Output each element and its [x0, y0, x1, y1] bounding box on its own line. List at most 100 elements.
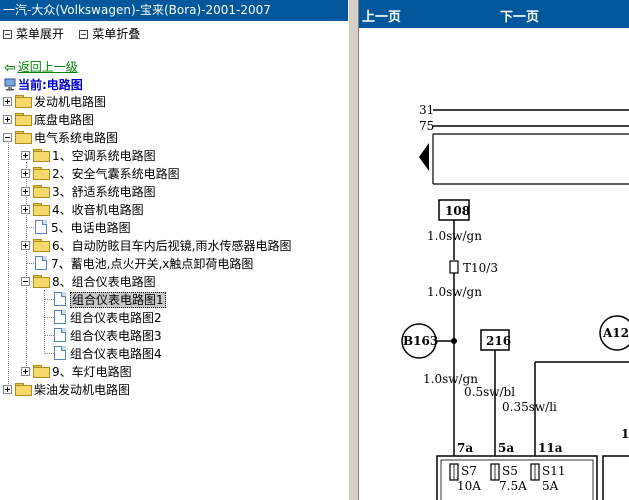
tree-item-label: 8、组合仪表电路图 — [52, 275, 156, 289]
folder-icon — [15, 113, 32, 126]
tree-item-comfort[interactable]: 3、舒适系统电路图 — [21, 183, 156, 201]
document-icon — [35, 256, 47, 270]
folder-icon — [33, 149, 50, 162]
expand-toggle-icon[interactable] — [21, 241, 30, 250]
tree-line — [44, 335, 54, 336]
tree-item-chassis[interactable]: 底盘电路图 — [3, 111, 94, 129]
collapse-toggle-icon[interactable] — [3, 133, 12, 142]
tree-item-cluster-1[interactable]: 组合仪表电路图1 — [54, 291, 166, 309]
expand-toggle-icon[interactable] — [21, 205, 30, 214]
fuse-box-inner — [440, 459, 594, 500]
expand-toggle-icon[interactable] — [3, 97, 12, 106]
menu-collapse-button[interactable]: 菜单折叠 — [79, 27, 140, 41]
junction-dot — [451, 338, 457, 344]
tree-line — [8, 140, 9, 390]
tree-item-cluster-2[interactable]: 组合仪表电路图2 — [54, 309, 162, 327]
fuse-s7-label: S7 — [461, 464, 477, 478]
tree-item-label-selected: 组合仪表电路图1 — [70, 292, 166, 308]
tree-item-radio[interactable]: 4、收音机电路图 — [21, 201, 144, 219]
folder-icon — [15, 383, 32, 396]
current-label: 当前:电路图 — [18, 78, 83, 92]
tree-item-cluster-4[interactable]: 组合仪表电路图4 — [54, 345, 162, 363]
tree-item-label: 7、蓄电池,点火开关,x触点卸荷电路图 — [51, 257, 254, 271]
pin-11a: 11a — [538, 441, 563, 455]
tree-item-engine[interactable]: 发动机电路图 — [3, 93, 106, 111]
fuse-s5-amp: 7.5A — [499, 479, 527, 493]
arrow-left-icon — [419, 143, 429, 171]
folder-open-icon — [15, 131, 32, 144]
next-page-link[interactable]: 下一页 — [500, 10, 540, 25]
fuse-s11-label: S11 — [542, 464, 566, 478]
document-icon — [54, 292, 66, 306]
prev-page-link[interactable]: 上一页 — [362, 10, 402, 25]
document-icon — [54, 346, 66, 360]
folder-icon — [33, 239, 50, 252]
pin-5a: 5a — [498, 441, 514, 455]
expand-toggle-icon[interactable] — [21, 151, 30, 160]
tree-item-label: 4、收音机电路图 — [52, 203, 144, 217]
tree-item-label: 柴油发动机电路图 — [34, 383, 131, 397]
document-icon — [54, 310, 66, 324]
tree-line — [44, 299, 54, 300]
tree-item-label: 6、自动防眩目车内后视镜,雨水传感器电路图 — [52, 239, 292, 253]
tree-line — [26, 162, 27, 372]
menu-expand-button[interactable]: 菜单展开 — [3, 27, 64, 41]
fuse-s5-label: S5 — [502, 464, 518, 478]
tree-item-ac[interactable]: 1、空调系统电路图 — [21, 147, 156, 165]
tree-item-label: 发动机电路图 — [34, 95, 107, 109]
connector-label: T10/3 — [463, 261, 498, 275]
tree-item-battery[interactable]: 7、蓄电池,点火开关,x触点卸荷电路图 — [35, 255, 253, 273]
tree-line — [44, 353, 54, 354]
pane-title: 一汽-大众(Volkswagen)-宝来(Bora)-2001-2007 — [0, 0, 348, 21]
tree-item-diesel[interactable]: 柴油发动机电路图 — [3, 381, 130, 399]
pin-7a: 7a — [457, 441, 473, 455]
menu-collapse-label: 菜单折叠 — [92, 27, 141, 41]
wire-2-label: 1.0sw/gn — [427, 285, 482, 299]
tree-item-cluster-3[interactable]: 组合仪表电路图3 — [54, 327, 162, 345]
tree-item-label: 组合仪表电路图2 — [70, 311, 162, 325]
tree-line — [44, 290, 45, 354]
collapse-toggle-icon[interactable] — [21, 277, 30, 286]
tree-item-label: 组合仪表电路图4 — [70, 347, 162, 361]
tree-item-cluster[interactable]: 8、组合仪表电路图 — [21, 273, 156, 291]
pin-1: 1 — [621, 427, 629, 441]
current-location: 当前:电路图 — [4, 76, 83, 93]
box-216-label: 216 — [486, 334, 511, 348]
fuse-box-right — [602, 455, 629, 500]
wire-4-label: 0.5sw/bl — [464, 385, 515, 399]
collapse-icon — [79, 30, 89, 39]
folder-icon — [33, 167, 50, 180]
wiring-diagram: 31 75 108 1.0sw/gn T10/3 1.0sw/gn B163 2… — [401, 103, 629, 500]
expand-toggle-icon[interactable] — [3, 115, 12, 124]
page-nav-bar: 上一页 下一页 — [359, 0, 629, 28]
menu-actions: 菜单展开 菜单折叠 — [3, 25, 140, 42]
folder-icon — [15, 95, 32, 108]
rail-31-label: 31 — [419, 103, 434, 117]
tree-item-label: 1、空调系统电路图 — [52, 149, 156, 163]
box-108-label: 108 — [445, 204, 470, 218]
tree-item-phone[interactable]: 5、电话电路图 — [35, 219, 131, 237]
folder-icon — [33, 365, 50, 378]
expand-toggle-icon[interactable] — [21, 169, 30, 178]
pane-splitter[interactable] — [348, 0, 359, 500]
document-icon — [35, 220, 47, 234]
tree-item-label: 2、安全气囊系统电路图 — [52, 167, 180, 181]
tree-item-electrical[interactable]: 电气系统电路图 — [3, 129, 118, 147]
back-arrow-icon: ⇦ — [4, 60, 16, 76]
expand-toggle-icon[interactable] — [21, 187, 30, 196]
expand-toggle-icon[interactable] — [21, 367, 30, 376]
tree-item-airbag[interactable]: 2、安全气囊系统电路图 — [21, 165, 180, 183]
fuse-s7-amp: 10A — [457, 479, 481, 493]
tree-line — [26, 263, 36, 264]
rail-75-label: 75 — [419, 119, 434, 133]
folder-icon — [33, 185, 50, 198]
tree-item-label: 5、电话电路图 — [51, 221, 131, 235]
expand-toggle-icon[interactable] — [3, 385, 12, 394]
node-a12 — [599, 315, 629, 351]
tree-line — [44, 317, 54, 318]
tree-item-lights[interactable]: 9、车灯电路图 — [21, 363, 132, 381]
diagram-pane: 上一页 下一页 31 75 108 1.0sw/gn T10/3 1.0sw/g… — [359, 0, 629, 500]
back-link[interactable]: 返回上一级 — [17, 60, 78, 74]
tree-item-mirror[interactable]: 6、自动防眩目车内后视镜,雨水传感器电路图 — [21, 237, 291, 255]
folder-icon — [33, 203, 50, 216]
